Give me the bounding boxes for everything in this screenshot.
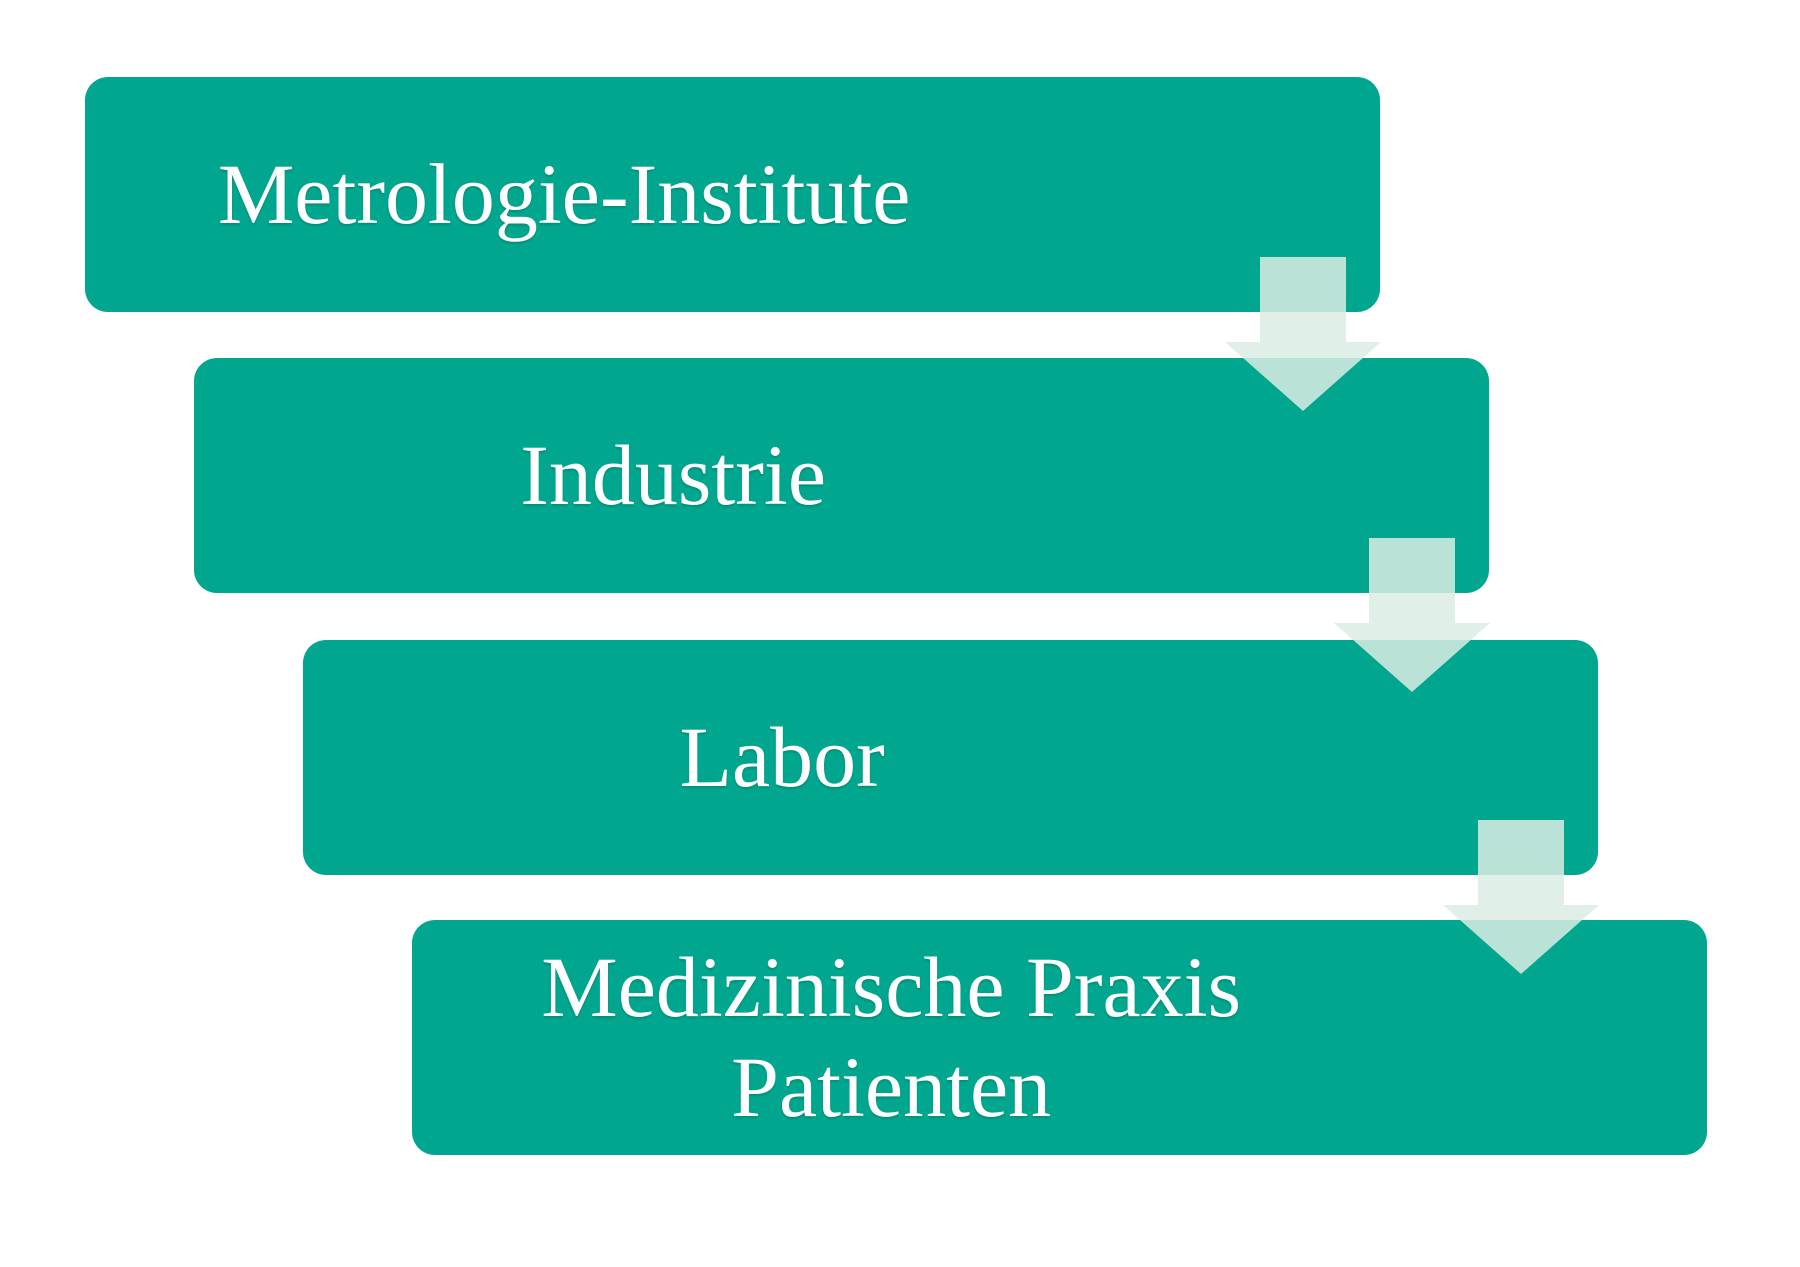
step-label: Metrologie-Institute	[217, 145, 911, 242]
step-label-area: Medizinische Praxis Patienten	[412, 920, 1370, 1155]
step-label: Industrie	[520, 426, 826, 523]
step-label-area: Industrie	[194, 358, 1152, 593]
step-label: Medizinische Praxis	[541, 938, 1242, 1035]
step-label: Labor	[679, 708, 885, 805]
step-box-medizinische-praxis-patienten: Medizinische Praxis Patienten	[412, 920, 1707, 1155]
step-box-industrie: Industrie	[194, 358, 1489, 593]
step-label-area: Labor	[303, 640, 1261, 875]
down-arrow-icon	[1443, 820, 1599, 974]
step-box-labor: Labor	[303, 640, 1598, 875]
step-box-metrologie-institute: Metrologie-Institute	[85, 77, 1380, 312]
step-label-area: Metrologie-Institute	[85, 77, 1043, 312]
down-arrow-icon	[1334, 538, 1490, 692]
step-label: Patienten	[731, 1038, 1052, 1135]
down-arrow-icon	[1225, 257, 1381, 411]
